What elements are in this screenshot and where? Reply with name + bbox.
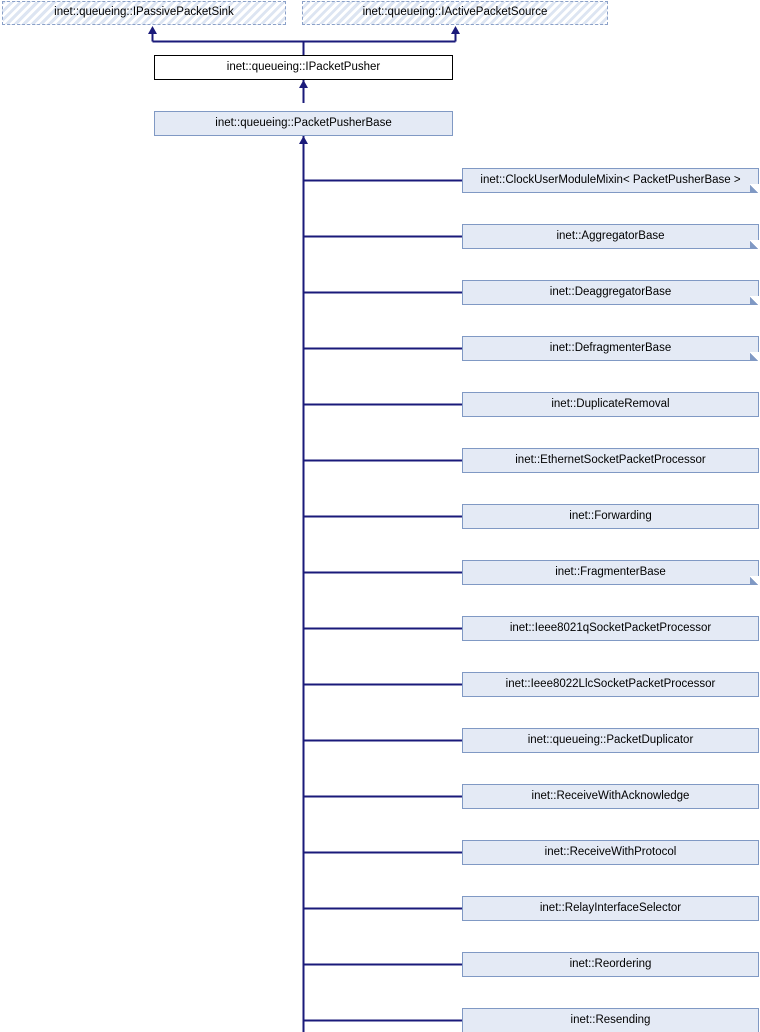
node-deaggregatorbase[interactable]: inet::DeaggregatorBase xyxy=(462,280,759,305)
node-label: inet::EthernetSocketPacketProcessor xyxy=(515,453,706,466)
node-label: inet::FragmenterBase xyxy=(555,565,666,578)
node-label: inet::queueing::IPassivePacketSink xyxy=(54,6,234,19)
arrowhead-packet-pusher xyxy=(299,80,308,88)
node-label: inet::RelayInterfaceSelector xyxy=(539,901,682,914)
node-label: inet::ReceiveWithAcknowledge xyxy=(531,789,690,802)
node-label: inet::Ieee8022LlcSocketPacketProcessor xyxy=(505,677,716,690)
node-ipassivepacketsink[interactable]: inet::queueing::IPassivePacketSink xyxy=(2,1,286,25)
node-clockusermodulemixin[interactable]: inet::ClockUserModuleMixin< PacketPusher… xyxy=(462,168,759,193)
node-packetduplicator[interactable]: inet::queueing::PacketDuplicator xyxy=(462,728,759,753)
node-forwarding[interactable]: inet::Forwarding xyxy=(462,504,759,529)
node-label: inet::Ieee8021qSocketPacketProcessor xyxy=(509,621,712,634)
node-ipacketpusher[interactable]: inet::queueing::IPacketPusher xyxy=(154,55,453,80)
arrowhead-packet-pusher-base xyxy=(299,136,308,144)
node-packetpusherbase[interactable]: inet::queueing::PacketPusherBase xyxy=(154,111,453,136)
node-resending[interactable]: inet::Resending xyxy=(462,1008,759,1032)
node-label: inet::queueing::PacketPusherBase xyxy=(215,116,392,129)
node-fragmenterbase[interactable]: inet::FragmenterBase xyxy=(462,560,759,585)
node-ieee8022llcsocketpacketprocessor[interactable]: inet::Ieee8022LlcSocketPacketProcessor xyxy=(462,672,759,697)
node-label: inet::Resending xyxy=(570,1013,651,1026)
node-receivewithprotocol[interactable]: inet::ReceiveWithProtocol xyxy=(462,840,759,865)
node-ethernetsocketpacketprocessor[interactable]: inet::EthernetSocketPacketProcessor xyxy=(462,448,759,473)
node-receivewithacknowledge[interactable]: inet::ReceiveWithAcknowledge xyxy=(462,784,759,809)
node-ieee8021qsocketpacketprocessor[interactable]: inet::Ieee8021qSocketPacketProcessor xyxy=(462,616,759,641)
node-label: inet::DeaggregatorBase xyxy=(549,285,672,298)
node-label: inet::DuplicateRemoval xyxy=(551,397,670,410)
node-duplicateremoval[interactable]: inet::DuplicateRemoval xyxy=(462,392,759,417)
node-label: inet::queueing::IPacketPusher xyxy=(226,60,381,73)
node-defragmenterbase[interactable]: inet::DefragmenterBase xyxy=(462,336,759,361)
node-label: inet::DefragmenterBase xyxy=(549,341,672,354)
node-label: inet::AggregatorBase xyxy=(556,229,665,242)
node-label: inet::ReceiveWithProtocol xyxy=(544,845,677,858)
node-aggregatorbase[interactable]: inet::AggregatorBase xyxy=(462,224,759,249)
node-label: inet::queueing::IActivePacketSource xyxy=(362,6,548,19)
arrowhead-passive-sink xyxy=(148,26,157,34)
node-label: inet::queueing::PacketDuplicator xyxy=(527,733,694,746)
node-relayinterfaceselector[interactable]: inet::RelayInterfaceSelector xyxy=(462,896,759,921)
arrowhead-active-source xyxy=(451,26,460,34)
node-iactivepacketsource[interactable]: inet::queueing::IActivePacketSource xyxy=(302,1,608,25)
node-label: inet::Forwarding xyxy=(569,509,652,522)
node-reordering[interactable]: inet::Reordering xyxy=(462,952,759,977)
node-label: inet::Reordering xyxy=(569,957,652,970)
node-label: inet::ClockUserModuleMixin< PacketPusher… xyxy=(480,173,741,186)
